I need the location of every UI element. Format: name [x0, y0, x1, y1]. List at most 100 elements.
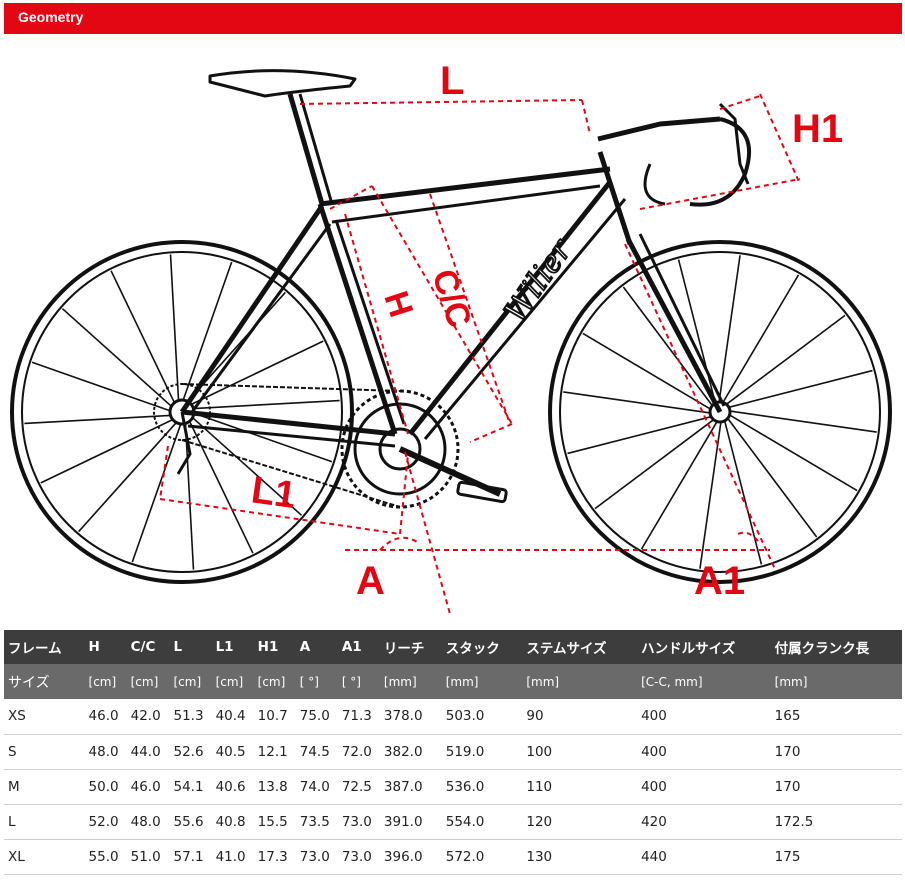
value-cell: 50.0: [88, 778, 119, 795]
spoke: [677, 259, 717, 404]
spoke: [727, 417, 818, 538]
unit-header: [ °]: [341, 674, 361, 689]
value-cell: 170: [774, 778, 801, 795]
value-cell: 73.0: [299, 848, 330, 865]
value-cell: 13.8: [257, 778, 288, 795]
column-header: H: [88, 639, 100, 655]
spoke: [193, 399, 340, 410]
column-header: L1: [215, 639, 234, 655]
value-cell: 44.0: [130, 743, 161, 760]
value-cell: 71.3: [341, 708, 372, 725]
value-cell: 54.1: [173, 778, 204, 795]
spoke: [640, 421, 718, 550]
value-cell: 52.0: [88, 813, 119, 830]
column-header: ハンドルサイズ: [641, 641, 736, 657]
value-cell: 536.0: [445, 778, 485, 795]
value-cell: 74.0: [299, 778, 330, 795]
spoke: [61, 308, 172, 407]
value-cell: 40.6: [215, 778, 246, 795]
bike-geometry-diagram: Wilier: [0, 34, 905, 624]
value-cell: 52.6: [173, 743, 204, 760]
value-cell: 165: [774, 708, 801, 725]
unit-header: サイズ: [8, 674, 50, 691]
value-cell: 400: [641, 743, 667, 760]
size-cell: XL: [8, 848, 25, 865]
spoke: [582, 332, 711, 410]
spoke: [184, 423, 195, 570]
spoke: [188, 420, 254, 554]
value-cell: 72.0: [341, 743, 372, 760]
value-cell: 74.5: [299, 743, 330, 760]
unit-header: [cm]: [257, 674, 286, 689]
spoke: [567, 415, 712, 455]
spoke: [594, 419, 715, 510]
value-cell: 46.0: [130, 778, 161, 795]
value-cell: 172.5: [774, 813, 814, 830]
value-cell: 42.0: [130, 708, 161, 725]
value-cell: 75.0: [299, 708, 330, 725]
value-cell: 40.4: [215, 708, 246, 725]
label-A: A: [356, 559, 385, 603]
label-H: H: [376, 287, 420, 322]
value-cell: 48.0: [130, 813, 161, 830]
label-L1: L1: [249, 469, 299, 517]
spoke: [728, 369, 873, 409]
value-cell: 12.1: [257, 743, 288, 760]
value-cell: 57.1: [173, 848, 204, 865]
spoke: [722, 274, 800, 403]
unit-header: [cm]: [173, 674, 202, 689]
value-cell: 17.3: [257, 848, 288, 865]
value-cell: 51.3: [173, 708, 204, 725]
spoke: [78, 422, 177, 533]
label-A1: A1: [694, 559, 745, 603]
spoke: [182, 261, 233, 401]
value-cell: 382.0: [383, 743, 423, 760]
value-cell: 391.0: [383, 813, 423, 830]
column-header: 付属クランク長: [774, 641, 870, 657]
unit-header: [mm]: [445, 674, 479, 689]
value-cell: 72.5: [341, 778, 372, 795]
table-row: XL 55.0 51.0 57.1 41.0 17.3 73.0 73.0 396.0 572.0…: [4, 839, 902, 874]
bike-frame: [179, 69, 751, 448]
size-cell: M: [8, 778, 20, 795]
value-cell: 440: [641, 848, 667, 865]
value-cell: 420: [641, 813, 667, 830]
value-cell: 130: [526, 848, 553, 865]
spoke: [563, 391, 711, 414]
label-L: L: [440, 59, 464, 103]
spoke: [31, 361, 171, 412]
label-H1: H1: [792, 107, 843, 151]
value-cell: 73.0: [341, 848, 372, 865]
spoke: [729, 410, 877, 433]
spoke: [725, 314, 846, 405]
table-units-row: サイズ[cm][cm][cm][cm][cm][ °][ °][mm][mm][…: [4, 664, 902, 699]
value-cell: 396.0: [383, 848, 423, 865]
value-cell: 55.0: [88, 848, 119, 865]
value-cell: 378.0: [383, 708, 423, 725]
dimension-lines: [159, 93, 801, 615]
spoke: [110, 270, 176, 404]
spoke: [718, 255, 741, 403]
column-header: スタック: [445, 641, 500, 657]
value-cell: 41.0: [215, 848, 246, 865]
spoke: [699, 421, 722, 569]
value-cell: 554.0: [445, 813, 485, 830]
value-cell: 175: [774, 848, 801, 865]
value-cell: 400: [641, 778, 667, 795]
column-header: リーチ: [383, 641, 425, 657]
column-header: ステムサイズ: [526, 641, 607, 657]
size-cell: L: [8, 813, 16, 830]
column-header: フレーム: [8, 641, 62, 657]
section-title: Geometry: [18, 9, 84, 25]
dimension-labels: L H1 C/C H L1 A A1: [249, 59, 843, 603]
value-cell: 51.0: [130, 848, 161, 865]
column-header: L: [173, 639, 183, 655]
value-cell: 572.0: [445, 848, 485, 865]
value-cell: 400: [641, 708, 667, 725]
value-cell: 40.5: [215, 743, 246, 760]
